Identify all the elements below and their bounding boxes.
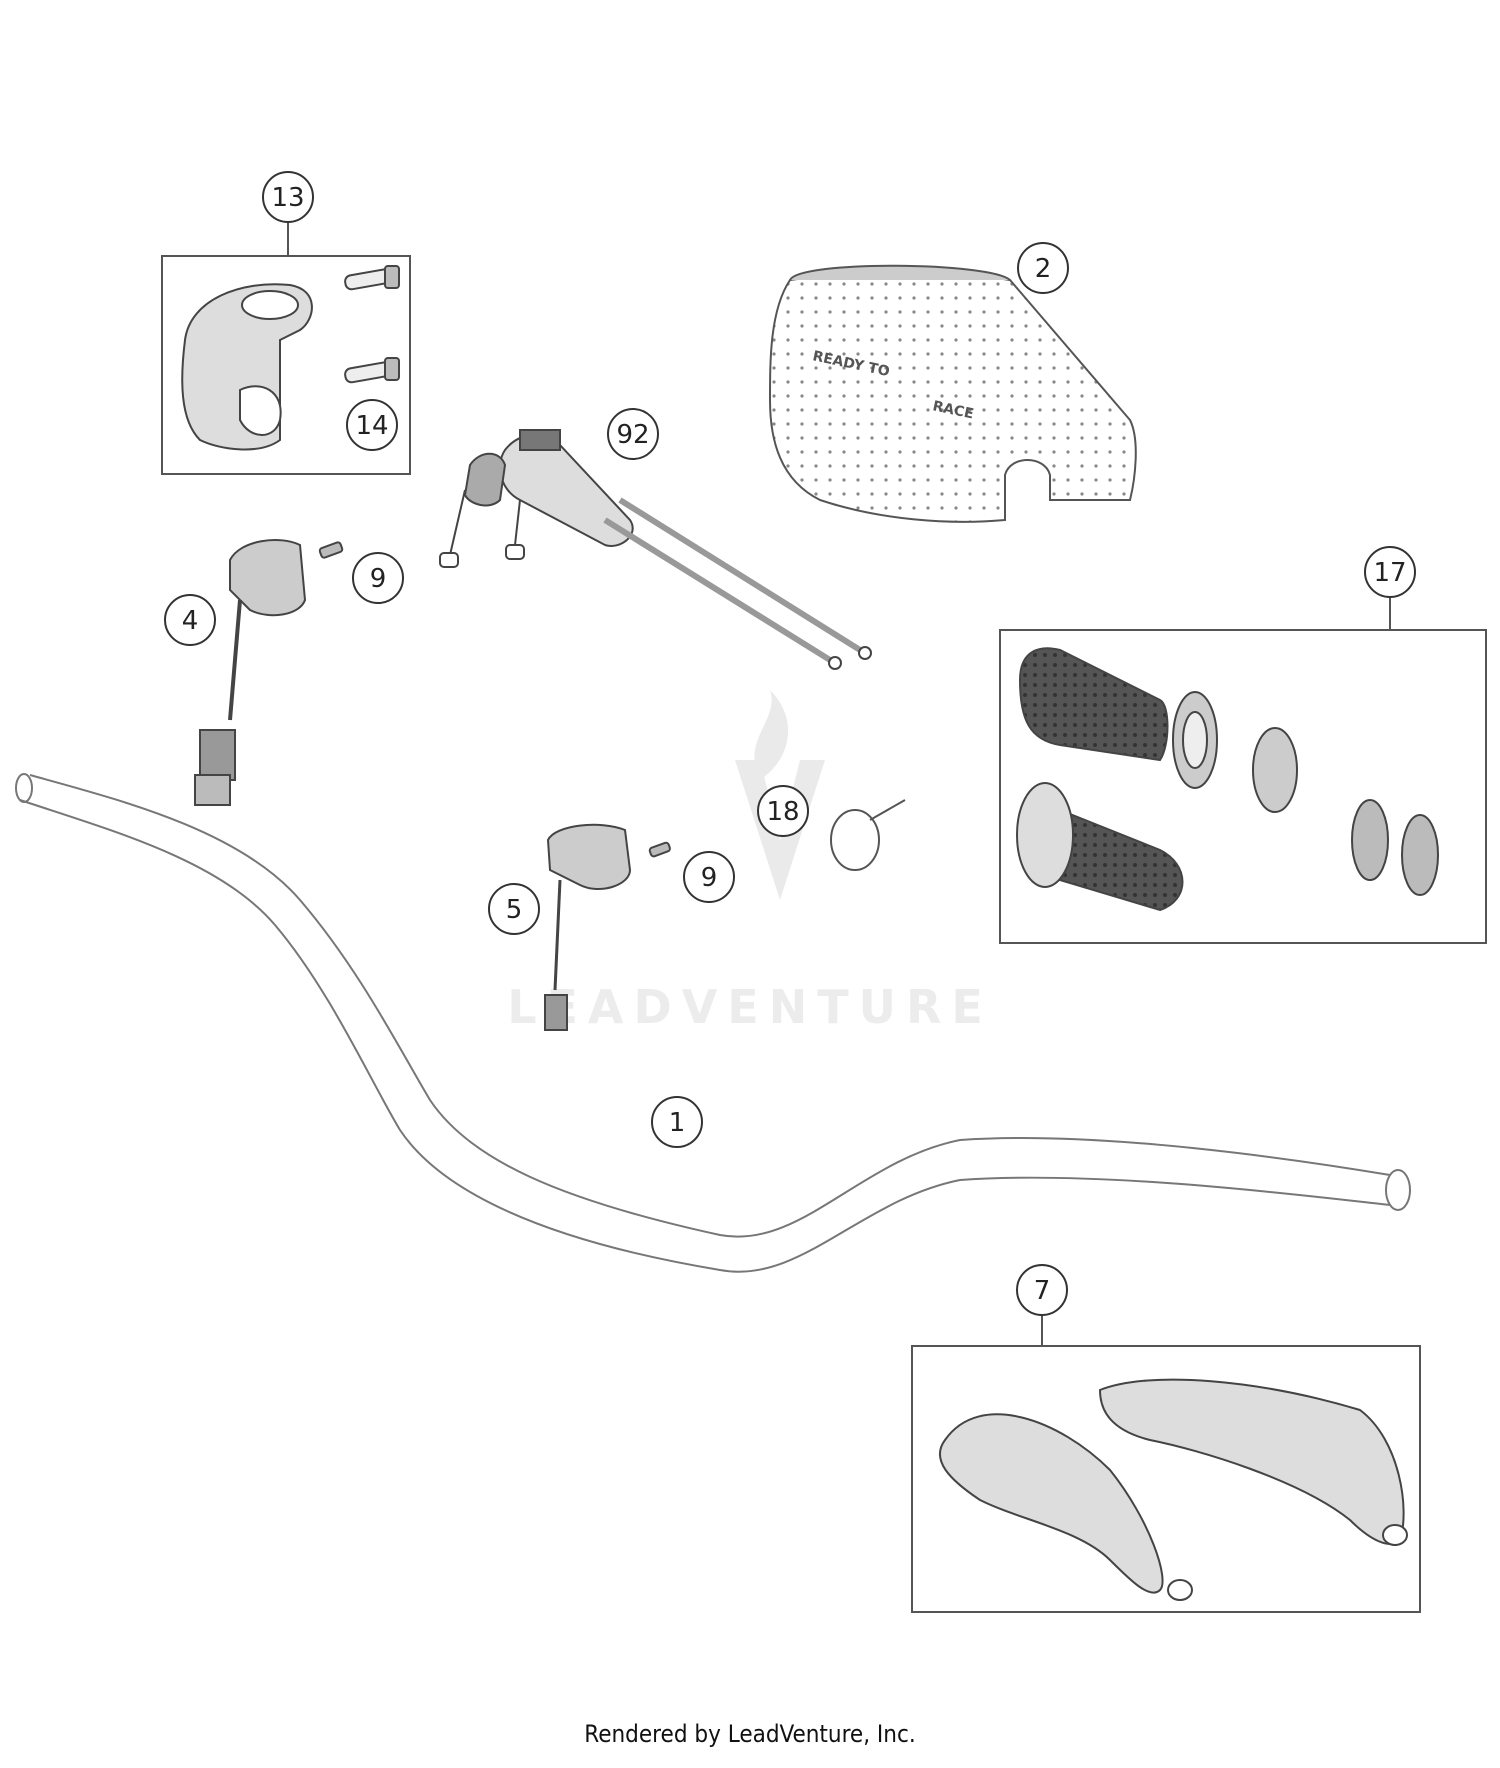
callout-9-lower: 9 [683, 851, 735, 903]
callout-4: 4 [164, 594, 216, 646]
callout-17: 17 [1364, 546, 1416, 598]
hand-guards-part-7 [939, 1378, 1408, 1601]
screw-part-9-upper [318, 541, 344, 559]
handlebar-part-1 [15, 773, 1411, 1273]
callout-2: 2 [1017, 242, 1069, 294]
callout-14-label: 14 [355, 411, 388, 441]
callout-5-label: 5 [506, 895, 523, 925]
bolt-part-14 [344, 265, 400, 384]
clamp-part-13 [181, 283, 313, 451]
cable-tie-part-18 [830, 799, 906, 871]
switch-part-5 [544, 823, 632, 1031]
grips-part-17 [1016, 647, 1439, 912]
group-box-17 [999, 629, 1487, 944]
switch-part-4 [194, 539, 307, 806]
callout-7: 7 [1016, 1264, 1068, 1316]
callout-4-label: 4 [182, 606, 199, 636]
callout-17-label: 17 [1373, 558, 1406, 588]
callout-9-upper: 9 [352, 552, 404, 604]
watermark-text: LEADVENTURE [507, 980, 993, 1034]
callout-1: 1 [651, 1096, 703, 1148]
callout-18-label: 18 [766, 797, 799, 827]
callout-92: 92 [607, 408, 659, 460]
callout-2-label: 2 [1035, 254, 1052, 284]
screw-part-9-lower [648, 841, 671, 858]
throttle-assembly-part-92 [439, 429, 872, 670]
leader-lines [287, 222, 1391, 1346]
callout-9-lower-label: 9 [701, 863, 718, 893]
callout-13: 13 [262, 171, 314, 223]
callout-5: 5 [488, 883, 540, 935]
callout-13-label: 13 [271, 183, 304, 213]
footer-credit: Rendered by LeadVenture, Inc. [584, 1720, 916, 1748]
callouts: 13 14 2 92 9 4 17 18 [164, 171, 1416, 1316]
group-box-7 [911, 1345, 1421, 1613]
bar-pad-part-2: READY TO RACE [768, 264, 1137, 523]
callout-9-upper-label: 9 [370, 564, 387, 594]
callout-1-label: 1 [669, 1108, 686, 1138]
callout-92-label: 92 [616, 420, 649, 450]
group-box-13 [161, 255, 411, 475]
callout-14: 14 [346, 399, 398, 451]
callout-18: 18 [757, 785, 809, 837]
callout-7-label: 7 [1034, 1276, 1051, 1306]
